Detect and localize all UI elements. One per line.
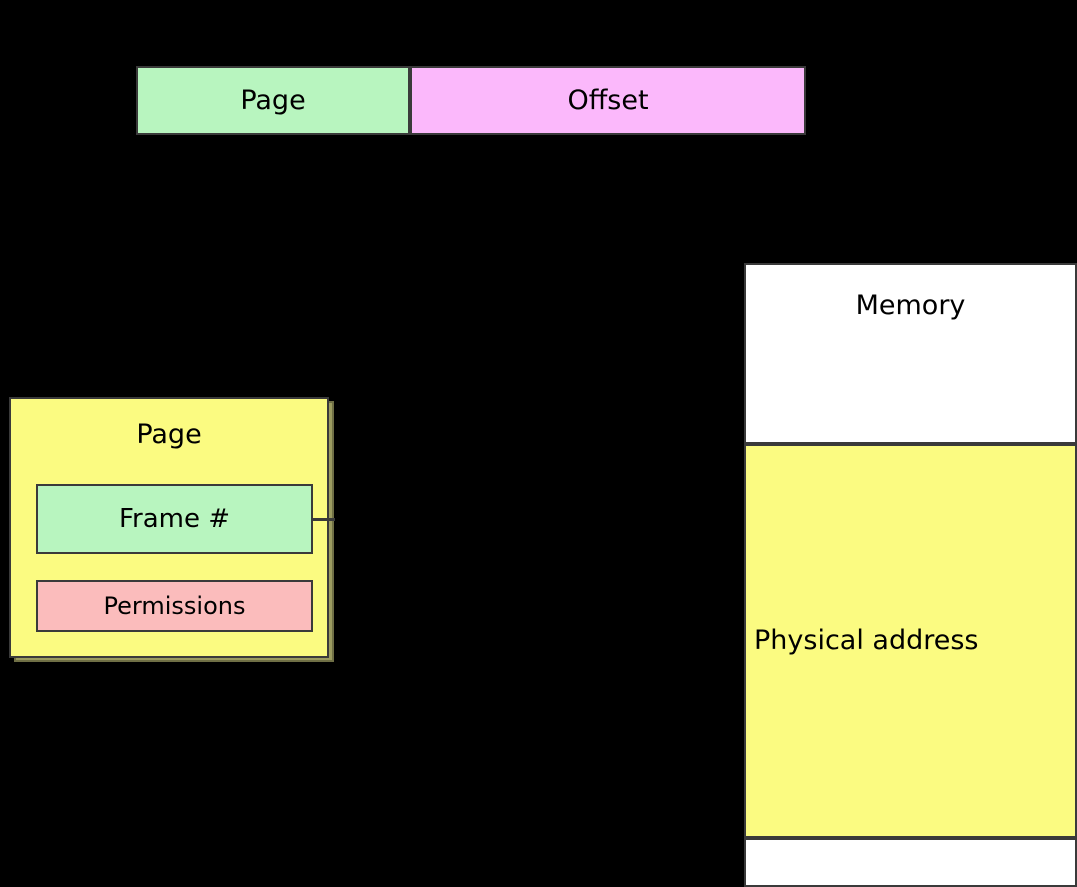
page-table-entry-frame-number: Frame #: [36, 484, 313, 554]
page-table-entry-permissions: Permissions: [36, 580, 313, 632]
memory-title-block: Memory: [744, 263, 1077, 444]
memory-physical-address-block: Physical address: [744, 444, 1077, 838]
frame-to-memory-connector: [313, 518, 335, 521]
memory-bottom-block: [744, 838, 1077, 887]
virtual-address-offset-field: Offset: [410, 66, 806, 135]
page-table-entry-title: Page: [136, 419, 202, 451]
virtual-address-page-field: Page: [136, 66, 410, 135]
